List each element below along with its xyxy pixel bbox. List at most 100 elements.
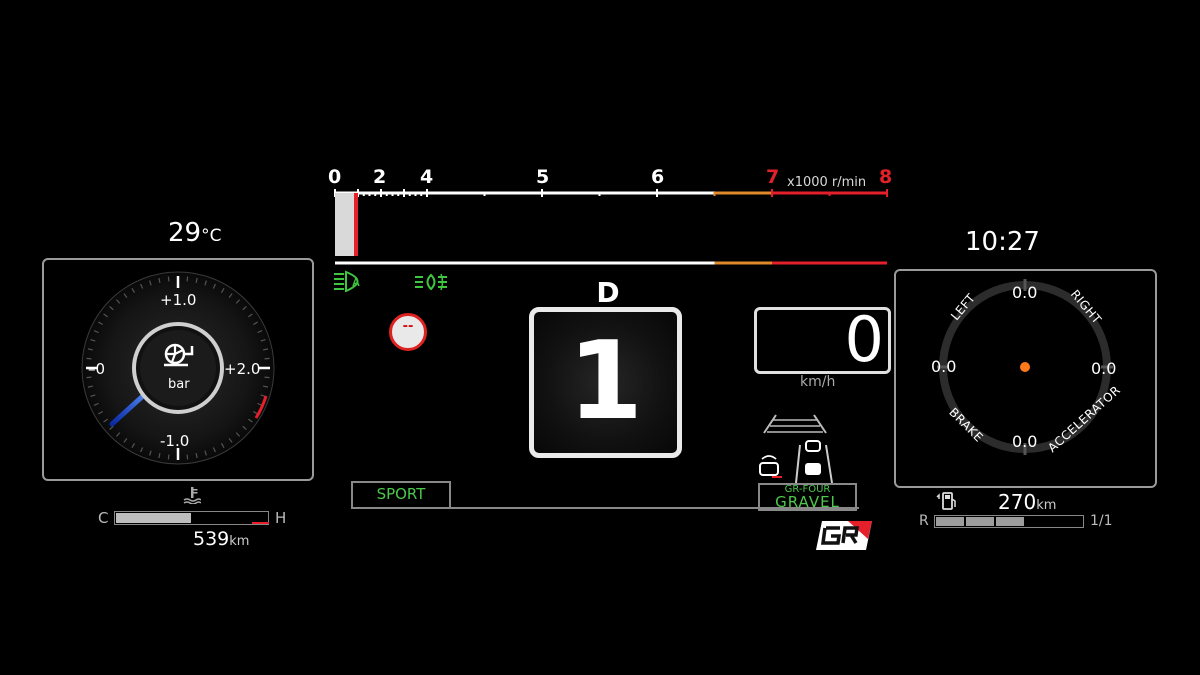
g-value-left: 0.0	[931, 357, 957, 376]
boost-tick	[220, 443, 225, 448]
boost-tick	[103, 313, 108, 318]
boost-tick	[167, 276, 170, 282]
awd-system-label: GR-FOUR	[784, 484, 831, 495]
boost-tick	[248, 313, 253, 318]
boost-tick	[93, 402, 99, 406]
boost-label-bottom: -1.0	[160, 432, 190, 450]
coolant-gauge-bar	[114, 511, 269, 525]
gear-number: 1	[567, 319, 644, 444]
boost-tick	[262, 348, 269, 351]
boost-tick	[248, 418, 253, 423]
fuel-reserve-label: R	[919, 513, 929, 529]
boost-label-left: –0	[88, 360, 106, 378]
fuel-pump-icon	[936, 492, 956, 510]
boost-tick	[103, 418, 108, 423]
boost-unit-label: bar	[168, 377, 190, 392]
transmission-mode: D	[596, 276, 620, 309]
g-force-panel	[894, 269, 1157, 488]
boost-tick	[93, 330, 99, 334]
boost-tick	[220, 288, 225, 293]
boost-tick	[186, 276, 189, 282]
adas-indicators	[759, 414, 833, 484]
boost-gauge-panel	[42, 258, 314, 481]
boost-tick	[109, 305, 114, 311]
boost-tick	[195, 452, 198, 459]
boost-tick	[253, 321, 258, 326]
boost-tick	[212, 283, 216, 289]
boost-tick	[148, 280, 152, 286]
coolant-hot-label: H	[275, 509, 287, 527]
boost-tick	[109, 425, 114, 431]
boost-tick	[98, 321, 103, 326]
speed-limit-warning-icon	[389, 313, 427, 351]
fuel-segment	[936, 517, 964, 526]
g-value-right: 0.0	[1091, 359, 1117, 378]
boost-tick	[186, 454, 189, 460]
drive-mode-sport-label: SPORT	[376, 485, 426, 503]
drive-mode-sport	[351, 481, 451, 509]
speed-limit-warning-text: --	[402, 319, 414, 334]
boost-tick	[235, 299, 241, 304]
fuel-range-value: 270	[998, 490, 1037, 514]
boost-tick	[228, 293, 233, 298]
boost-tick	[204, 280, 208, 286]
turbo-icon	[164, 343, 194, 367]
boost-tick	[260, 338, 266, 342]
outside-temp-value: 29	[168, 218, 202, 248]
boost-tick	[115, 432, 121, 437]
boost-tick	[235, 432, 241, 437]
fuel-range-unit: km	[1036, 498, 1057, 513]
boost-gauge	[81, 271, 275, 465]
fuel-range: 270km	[998, 490, 1056, 514]
tach-label-0: 0	[328, 166, 342, 188]
boost-tick	[228, 438, 233, 443]
coolant-level-fill	[116, 513, 191, 523]
boost-label-left-value: 0	[95, 360, 106, 378]
speedometer-box	[754, 307, 891, 374]
tach-label-8: 8	[879, 166, 893, 188]
vehicle-follow-icon	[795, 440, 833, 484]
rpm-unit-label: x1000 r/min	[787, 175, 867, 190]
speed-unit: km/h	[800, 374, 836, 390]
auto-headlight-icon: A	[334, 270, 360, 292]
fuel-gauge-bar	[934, 515, 1084, 528]
boost-tick	[242, 305, 247, 311]
radar-cruise-icon	[759, 455, 782, 478]
boost-tick	[140, 283, 144, 289]
boost-tick	[123, 438, 128, 443]
center-divider-line	[351, 507, 859, 509]
boost-tick	[195, 277, 198, 284]
boost-tick	[90, 394, 96, 398]
boost-tick	[131, 443, 136, 448]
boost-tick	[86, 357, 92, 360]
fuel-full-label: 1/1	[1090, 513, 1113, 529]
boost-tick	[264, 357, 270, 360]
g-force-dot	[1020, 362, 1030, 372]
boost-tick	[90, 338, 96, 342]
awd-mode-box	[758, 483, 857, 511]
trip-range-unit: km	[229, 534, 250, 549]
g-force-meter	[937, 279, 1113, 455]
boost-tick	[87, 348, 94, 351]
boost-tick	[212, 447, 216, 453]
boost-tick	[123, 293, 128, 298]
boost-tick	[148, 450, 152, 456]
tach-label-7: 7	[766, 166, 780, 188]
tach-label-5: 5	[536, 166, 550, 188]
boost-tick	[262, 385, 269, 388]
speed-value: 0	[844, 303, 884, 376]
awd-mode-label: GRAVEL	[775, 493, 840, 511]
boost-tick	[140, 447, 144, 453]
boost-tick	[131, 288, 136, 293]
gear-display	[529, 307, 682, 458]
fuel-segment	[996, 517, 1024, 526]
boost-tick	[257, 330, 263, 334]
front-fog-light-icon	[415, 273, 447, 291]
lane-assist-icon	[763, 414, 827, 434]
tach-label-6: 6	[651, 166, 665, 188]
coolant-temp-icon	[183, 487, 201, 504]
g-value-top: 0.0	[1012, 283, 1038, 302]
tachometer-scale	[334, 189, 888, 265]
outside-temperature: 29°C	[168, 218, 221, 248]
coolant-cold-label: C	[98, 509, 109, 527]
